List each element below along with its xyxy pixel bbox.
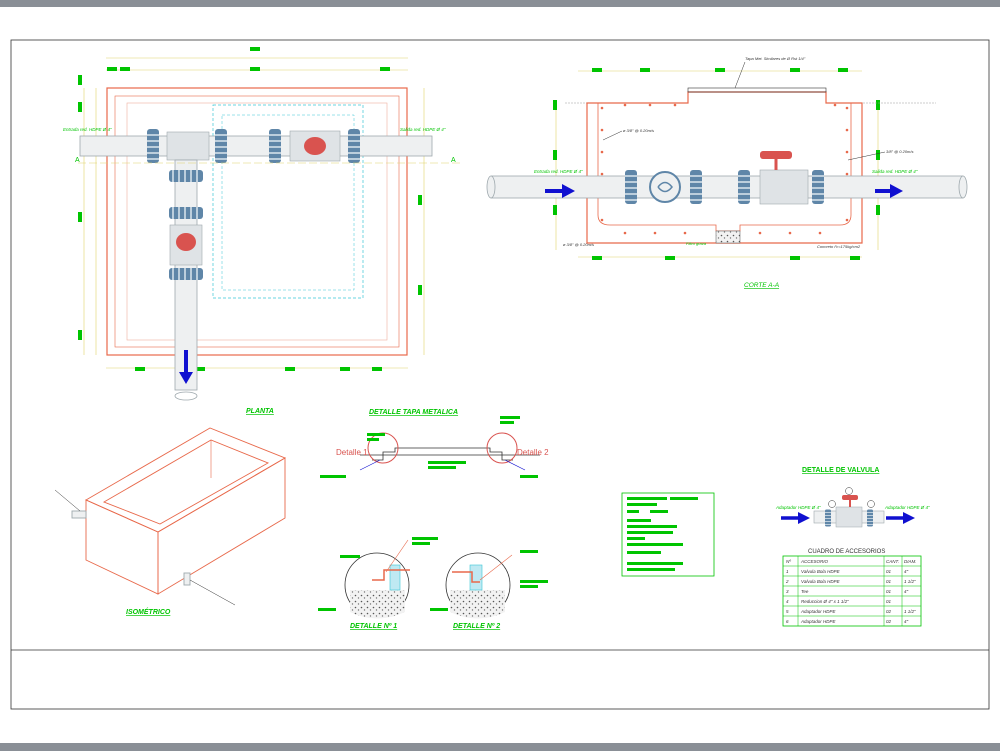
section-title: CORTE A-A bbox=[744, 282, 779, 289]
lid-detail-2-label: Detalle 2 bbox=[517, 448, 549, 457]
table-cell: Valvula Bola HDPE bbox=[801, 569, 841, 574]
table-cell: 01 bbox=[886, 589, 892, 594]
accessories-table: CUADRO DE ACCESORIOS Nº ACCESORIO CANT. DIA… bbox=[782, 549, 922, 627]
lid-detail-title: DETALLE TAPA METALICA bbox=[369, 409, 458, 416]
section-view: Entrada red. HDPE Ø 4" Salida red. HDPE … bbox=[486, 56, 968, 289]
table-cell: 01 bbox=[886, 569, 892, 574]
table-cell: 02 bbox=[886, 619, 892, 624]
lid-detail: Detalle 1 Detalle 2 DETALLE TAPA METALIC… bbox=[320, 409, 549, 478]
notes-box bbox=[621, 492, 715, 577]
section-lid bbox=[687, 87, 827, 93]
table-header-cell: ACCESORIO bbox=[800, 559, 829, 564]
plan-inner-lid bbox=[212, 104, 364, 299]
concrete-label: Concreto f'c=175kg/cm2 bbox=[817, 244, 861, 249]
table-cell: 4" bbox=[904, 589, 909, 594]
rebar-top-label: ø 3/8" @ 0.20m/s bbox=[623, 128, 654, 133]
table-cell: 4" bbox=[904, 569, 909, 574]
table-cell: 6 bbox=[786, 619, 789, 624]
valve-detail-title: DETALLE DE VALVULA bbox=[802, 467, 879, 474]
isometric-view bbox=[54, 427, 287, 606]
plan-valve-1-5in bbox=[176, 233, 196, 251]
table-cell: Tee bbox=[801, 589, 809, 594]
table-cell: Adaptador HDPE bbox=[800, 609, 837, 614]
detail-1-title: DETALLE Nº 1 bbox=[350, 623, 397, 630]
section-mark-right: A bbox=[451, 157, 456, 164]
table-cell: 3 bbox=[786, 589, 789, 594]
table-cell: Adaptador HDPE bbox=[800, 619, 837, 624]
table-cell: 4" bbox=[904, 619, 909, 624]
table-cell: 2 bbox=[785, 579, 789, 584]
accessories-table-title: CUADRO DE ACCESORIOS bbox=[808, 549, 885, 555]
plan-inlet-label: Entrada red. HDPE Ø 4" bbox=[63, 127, 112, 132]
plan-title: PLANTA bbox=[246, 408, 274, 415]
rebar-bottom-label: ø 3/8" @ 0.20m/s bbox=[563, 242, 594, 247]
table-cell: Valvula Bola HDPE bbox=[801, 579, 841, 584]
section-gravel-filter bbox=[715, 230, 741, 244]
table-header-cell: DIAM. bbox=[904, 559, 917, 564]
table-cell: 5 bbox=[786, 609, 789, 614]
section-lid-label: Tapa Met. Similares de Ø Rst 1/4" bbox=[745, 56, 806, 61]
section-valve-handle bbox=[760, 151, 792, 159]
valve-inlet-label: Adaptador HDPE Ø 4" bbox=[775, 505, 821, 510]
section-inlet-label: Entrada red. HDPE Ø 4" bbox=[534, 169, 583, 174]
plan-outer-wall bbox=[106, 87, 408, 356]
table-cell: 01 bbox=[886, 579, 892, 584]
rebar-right-label: 3/8" @ 0.20m/s bbox=[886, 149, 914, 154]
table-cell: Reduccion Ø 4" x 1 1/2" bbox=[801, 599, 849, 604]
table-cell: 1 1/2" bbox=[904, 579, 916, 584]
table-cell: 01 bbox=[886, 599, 892, 604]
table-cell: 1 bbox=[786, 569, 789, 574]
table-header-cell: CANT. bbox=[886, 559, 900, 564]
table-cell: 4 bbox=[786, 599, 789, 604]
table-header-cell: Nº bbox=[786, 559, 791, 564]
isometric-title: ISOMÉTRICO bbox=[126, 607, 171, 616]
filter-label: Filtro grava bbox=[686, 241, 707, 246]
lid-detail-1-label: Detalle 1 bbox=[336, 448, 368, 457]
table-cell: 02 bbox=[886, 609, 892, 614]
detail-2: DETALLE Nº 2 bbox=[430, 550, 548, 630]
valve-detail: Adaptador HDPE Ø 4" Adaptador HDPE Ø 4" … bbox=[775, 467, 930, 528]
table-cell: 1 1/2" bbox=[904, 609, 916, 614]
top-frame-bar bbox=[0, 0, 1000, 7]
plan-main-pipe bbox=[79, 135, 433, 157]
detail-1: DETALLE Nº 1 bbox=[318, 537, 438, 630]
section-tee bbox=[649, 171, 681, 203]
valve-detail-handle bbox=[842, 495, 858, 500]
plan-view: A A Entrada red. HDPE Ø 4" Salida red. H… bbox=[63, 47, 460, 415]
detail-2-title: DETALLE Nº 2 bbox=[453, 623, 500, 630]
lid-detail-callout-2 bbox=[486, 432, 518, 464]
section-mark-left: A bbox=[75, 157, 80, 164]
bottom-frame-bar bbox=[0, 743, 1000, 751]
plan-outlet-label: Salida red. HDPE Ø 4" bbox=[400, 127, 446, 132]
section-box-walls bbox=[586, 91, 863, 244]
valve-outlet-label: Adaptador HDPE Ø 4" bbox=[884, 505, 930, 510]
plan-valve-4in bbox=[304, 137, 326, 155]
section-outlet-label: Salida red. HDPE Ø 4" bbox=[872, 169, 918, 174]
sheet-border bbox=[10, 39, 990, 710]
